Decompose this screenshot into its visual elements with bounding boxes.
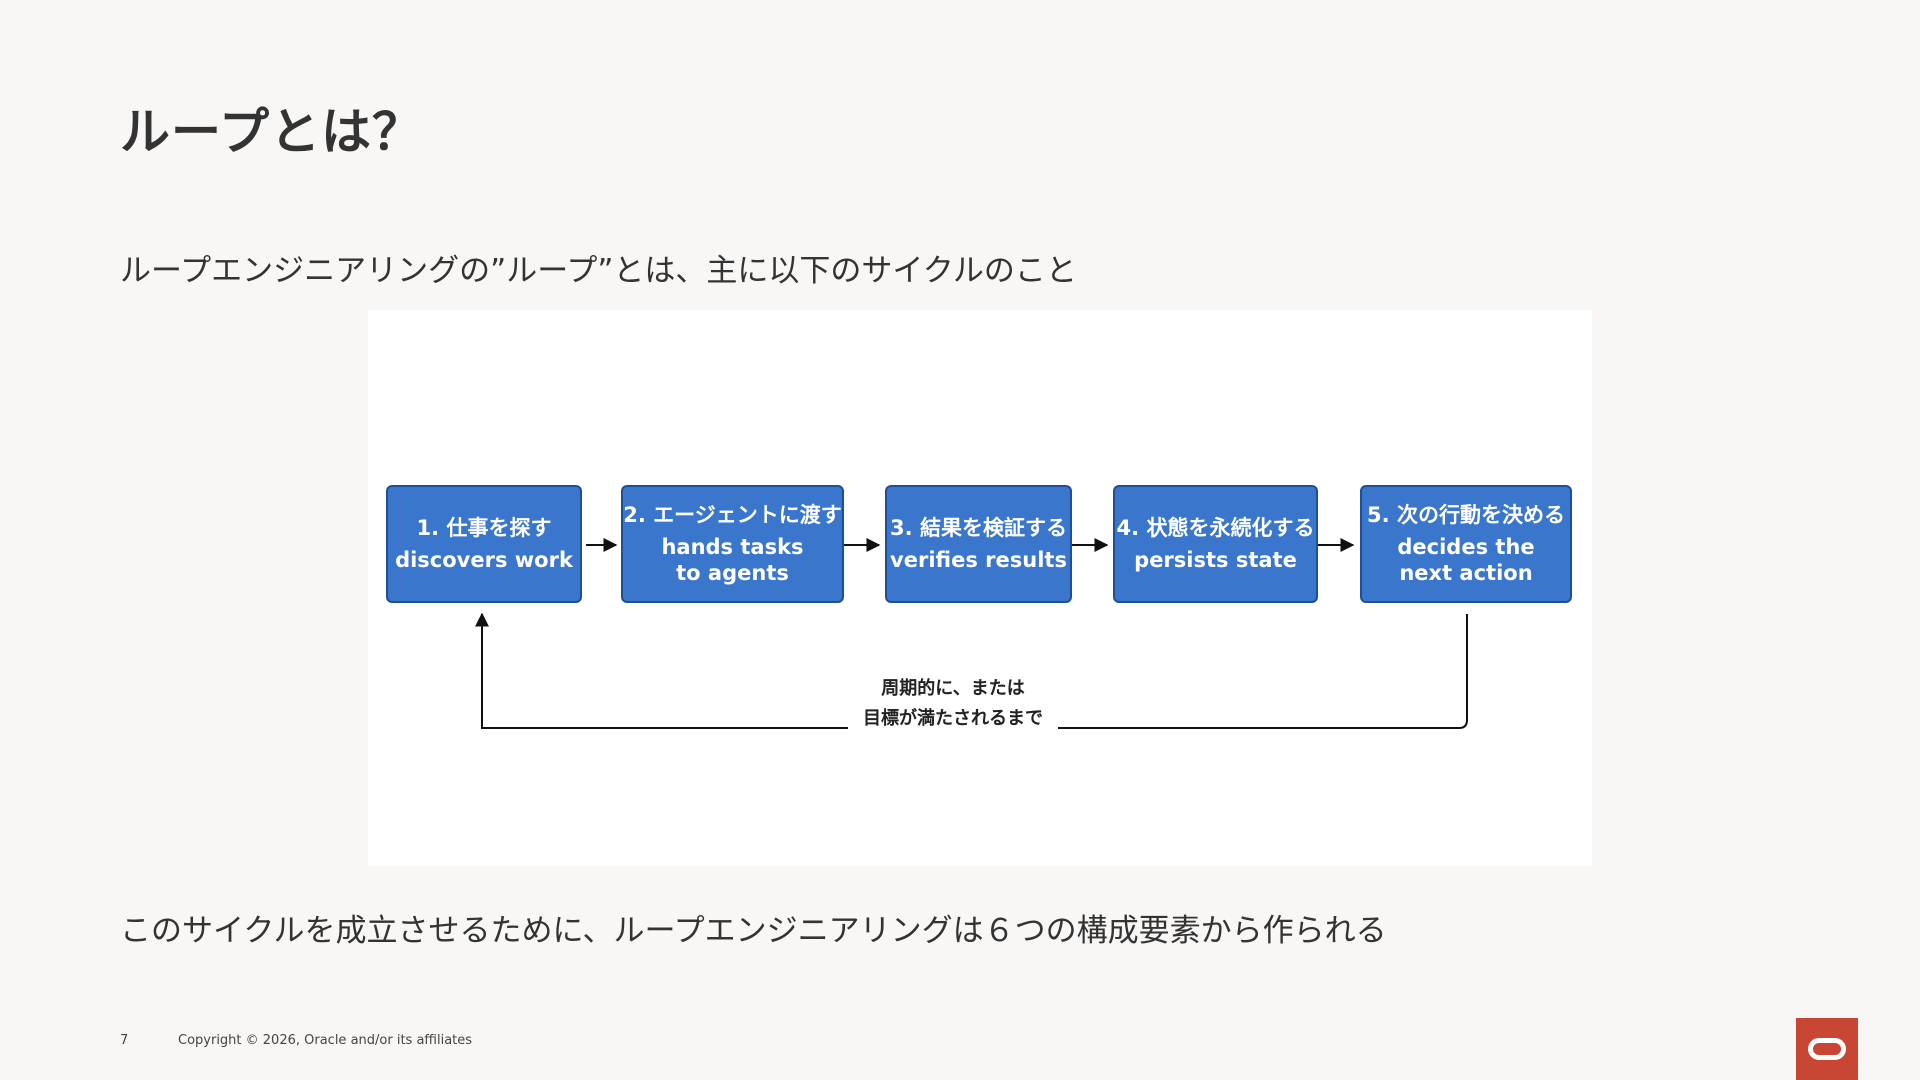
step-3-title-en: verifies results bbox=[890, 548, 1067, 572]
step-4-title-en: persists state bbox=[1134, 548, 1297, 572]
page-number: 7 bbox=[120, 1033, 129, 1048]
step-5-title-en: decides the next action bbox=[1397, 535, 1535, 585]
step-5-box: 5. 次の行動を決める decides the next action bbox=[1360, 485, 1572, 603]
step-1-box: 1. 仕事を探す discovers work bbox=[386, 485, 582, 603]
step-2-title-en: hands tasks to agents bbox=[661, 535, 804, 585]
step-3-box: 3. 結果を検証する verifies results bbox=[885, 485, 1072, 603]
oracle-logo-icon bbox=[1796, 1018, 1858, 1080]
step-3-title-jp: 3. 結果を検証する bbox=[890, 516, 1067, 540]
copyright-text: Copyright © 2026, Oracle and/or its affi… bbox=[178, 1033, 473, 1048]
step-4-title-jp: 4. 状態を永続化する bbox=[1116, 516, 1315, 540]
step-2-title-jp: 2. エージェントに渡す bbox=[623, 503, 842, 527]
step-5-title-jp: 5. 次の行動を決める bbox=[1367, 503, 1565, 527]
loop-condition-label: 周期的に、または 目標が満たされるまで bbox=[848, 674, 1058, 734]
intro-text: ループエンジニアリングの”ループ”とは、主に以下のサイクルのこと bbox=[120, 253, 1077, 289]
step-2-box: 2. エージェントに渡す hands tasks to agents bbox=[621, 485, 844, 603]
oracle-ring-shape bbox=[1808, 1038, 1846, 1060]
step-1-title-en: discovers work bbox=[395, 548, 573, 572]
step-1-title-jp: 1. 仕事を探す bbox=[416, 516, 552, 540]
loop-diagram: 1. 仕事を探す discovers work 2. エージェントに渡す han… bbox=[368, 310, 1592, 866]
step-4-box: 4. 状態を永続化する persists state bbox=[1113, 485, 1318, 603]
outro-text: このサイクルを成立させるために、ループエンジニアリングは６つの構成要素から作られ… bbox=[120, 913, 1387, 949]
slide-title: ループとは？ bbox=[120, 103, 423, 161]
